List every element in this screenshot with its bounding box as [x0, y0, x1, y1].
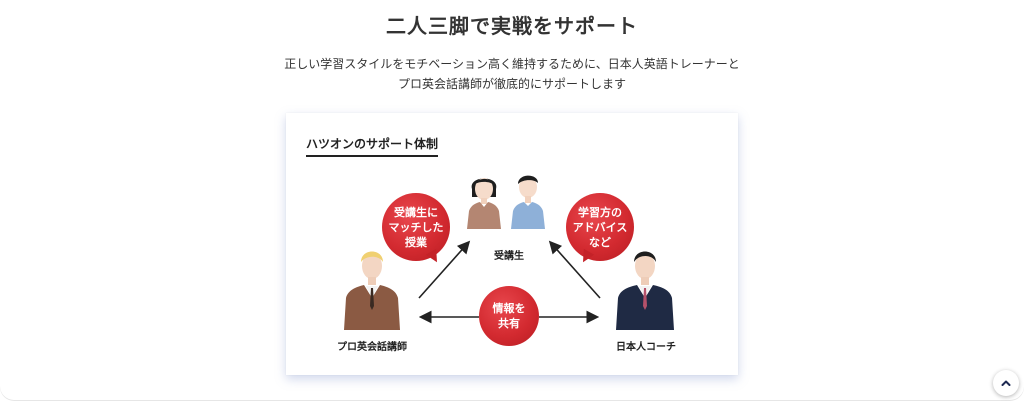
- chevron-up-icon: [1001, 380, 1011, 386]
- bubble-share-info: 情報を 共有: [479, 286, 539, 346]
- diagram-heading: ハツオンのサポート体制: [306, 135, 439, 157]
- student-man-figure: [511, 175, 545, 229]
- support-diagram-card: ハツオンのサポート体制 受講生 プロ英会話講師: [286, 113, 738, 375]
- section-lead: 正しい学習スタイルをモチベーション高く維持するために、日本人英語トレーナーと プ…: [0, 54, 1024, 94]
- students-label: 受講生: [494, 251, 524, 262]
- coach-figure: [616, 251, 674, 330]
- lead-line-2: プロ英会話講師が徹底的にサポートします: [397, 77, 626, 91]
- lead-line-1: 正しい学習スタイルをモチベーション高く維持するために、日本人英語トレーナーと: [284, 57, 740, 71]
- coach-label: 日本人コーチ: [616, 342, 676, 353]
- arrow-instructor-to-students: [418, 240, 471, 299]
- arrow-coach-to-students: [548, 240, 601, 299]
- student-woman-figure: [467, 178, 501, 229]
- instructor-label: プロ英会話講師: [337, 342, 407, 353]
- section-title: 二人三脚で実戦をサポート: [386, 14, 638, 38]
- scroll-top-button[interactable]: [993, 370, 1019, 396]
- bubble-matched-lessons: 受講生に マッチした 授業: [382, 193, 450, 261]
- diagram-arrows: [418, 240, 601, 324]
- instructor-figure: [344, 251, 400, 330]
- bubble-study-advice: 学習方の アドバイス など: [566, 193, 634, 261]
